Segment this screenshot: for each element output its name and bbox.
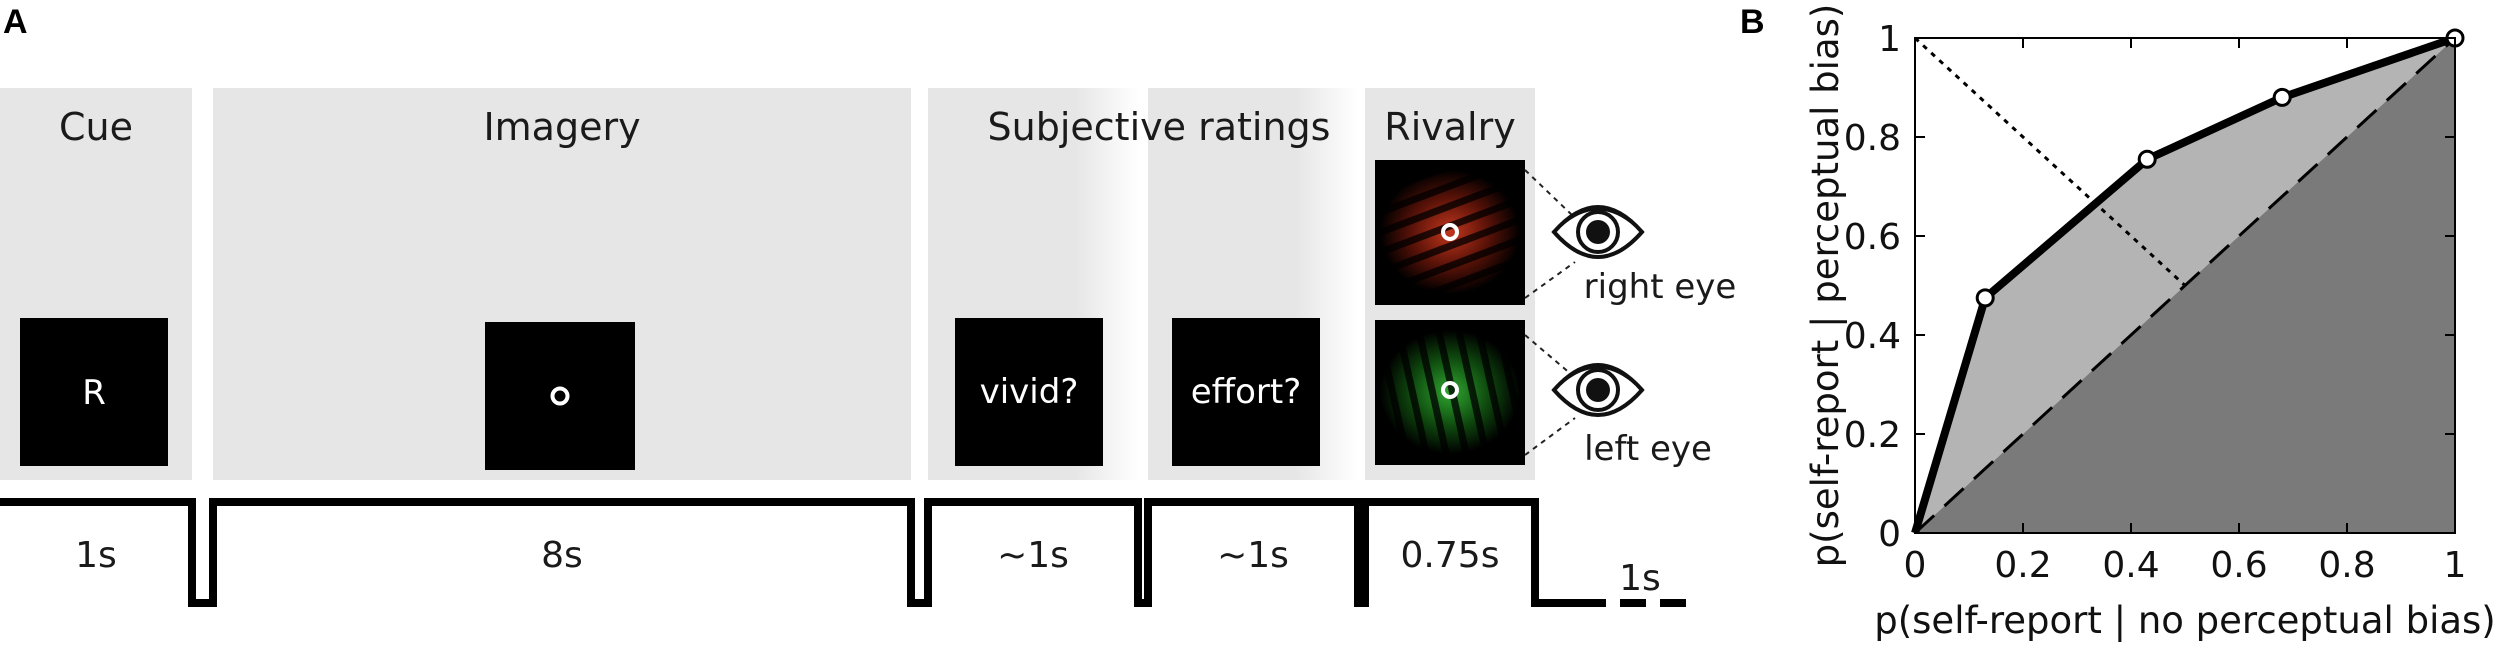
y-tick-label-1: 0.2 — [1844, 415, 1901, 456]
fixation-point-green — [1441, 381, 1459, 399]
cue-screen-text: R — [82, 373, 106, 413]
duration-vividness: ~1s — [997, 535, 1069, 576]
duration-imagery: 8s — [541, 535, 583, 576]
stage-title-rivalry: Rivalry — [1384, 105, 1515, 149]
duration-cue: 1s — [75, 535, 117, 576]
y-tick-label-2: 0.4 — [1844, 316, 1901, 357]
stage-title-cue: Cue — [59, 105, 133, 149]
imagery-screen — [485, 322, 635, 470]
fixation-point — [550, 386, 570, 406]
x-tick-label-1: 0.2 — [1994, 545, 2051, 586]
cue-screen — [20, 318, 168, 466]
roc-point-2 — [2137, 149, 2157, 169]
y-axis-title: p(self-report | perceptual bias) — [1804, 4, 1847, 568]
x-axis-title: p(self-report | no perceptual bias) — [1874, 599, 2496, 642]
stage-title-imagery: Imagery — [483, 105, 640, 149]
left-eye-icon — [1551, 363, 1645, 417]
right-eye-icon — [1551, 205, 1645, 259]
left-eye-label: left eye — [1584, 429, 1712, 469]
timeline-wave — [0, 498, 1580, 607]
panel-b-letter: B — [1740, 3, 1765, 41]
y-tick-label-3: 0.6 — [1844, 217, 1901, 258]
x-tick-label-2: 0.4 — [2102, 545, 2159, 586]
duration-final: 1s — [1619, 558, 1661, 599]
x-tick-label-0: 0 — [1904, 545, 1927, 586]
stage-title-subjective-ratings: Subjective ratings — [988, 105, 1331, 149]
y-tick-label-0: 0 — [1878, 514, 1901, 555]
x-tick-label-5: 1 — [2444, 545, 2467, 586]
x-tick-label-4: 0.8 — [2318, 545, 2375, 586]
vividness-screen-text: vivid? — [980, 372, 1079, 412]
red-grating — [1375, 160, 1525, 305]
roc-chart: 0 0.2 0.4 0.6 0.8 1 0 0.2 0.4 0.6 0.8 1 p(self-repor… — [1804, 4, 2496, 642]
green-grating — [1375, 320, 1525, 465]
duration-effort: ~1s — [1217, 535, 1289, 576]
fixation-point-red — [1441, 223, 1459, 241]
x-tick-label-3: 0.6 — [2210, 545, 2267, 586]
effort-screen — [1172, 318, 1320, 466]
panel-a-letter: A — [3, 3, 28, 41]
vividness-screen — [955, 318, 1103, 466]
effort-screen-text: effort? — [1191, 372, 1302, 412]
eye-projection-lines — [1524, 169, 1576, 456]
right-eye-label: right eye — [1584, 267, 1737, 307]
axes-frame — [1914, 37, 2456, 534]
roc-point-3 — [2272, 87, 2292, 107]
roc-point-1 — [1975, 288, 1995, 308]
y-tick-label-4: 0.8 — [1844, 118, 1901, 159]
y-tick-label-5: 1 — [1878, 19, 1901, 60]
duration-rivalry: 0.75s — [1401, 535, 1500, 576]
